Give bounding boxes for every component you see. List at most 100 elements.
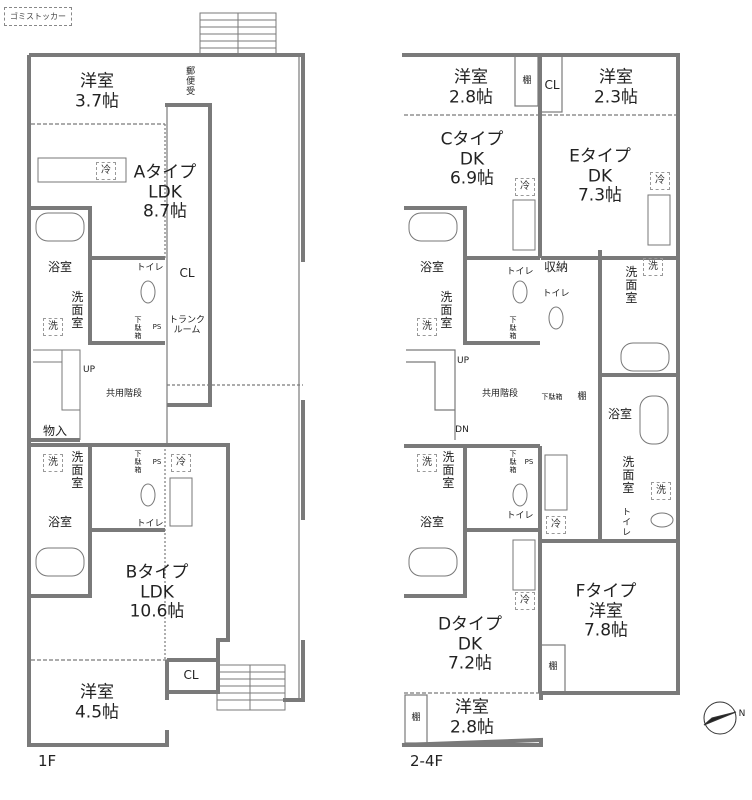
north-label: N [738, 708, 746, 719]
room-e-dk: Eタイプ DK 7.3帖 [569, 146, 631, 207]
storage-e-label: 収納 [543, 260, 569, 275]
washroom-d-label: 洗面室 [440, 450, 455, 490]
bath-c-label: 浴室 [419, 260, 445, 275]
unit-type: Bタイプ [125, 562, 189, 583]
toilet-a [140, 280, 156, 304]
toilet-f [650, 512, 674, 528]
shelf-c-label: 棚 [522, 75, 532, 86]
bath-a-label: 浴室 [47, 260, 73, 275]
room-size: 6.9帖 [449, 168, 495, 189]
room-a-ldk: Aタイプ LDK 8.7帖 [133, 162, 197, 223]
kitchen-d [512, 539, 536, 591]
toilet-e-label: トイレ [542, 288, 570, 299]
garbage-stocker-label: ゴミストッカー [4, 7, 72, 26]
bath-d-label: 浴室 [419, 515, 445, 530]
toilet-b [140, 483, 156, 507]
room-size: 2.8帖 [449, 717, 495, 737]
room-size: 4.5帖 [74, 702, 120, 722]
washroom-f-label: 洗面室 [620, 455, 635, 495]
room-kind: DK [457, 634, 483, 655]
washer-space-f: 洗 [651, 482, 671, 500]
room-size: 3.7帖 [74, 91, 120, 111]
toilet-f-label: トイレ [620, 507, 631, 537]
washer-space-b: 洗 [43, 454, 63, 472]
shelf-d-label: 棚 [411, 712, 421, 723]
toilet-d-label: トイレ [506, 510, 534, 521]
trunk-line1: トランク [168, 315, 206, 326]
shoebox-b-label: 下駄箱 [134, 450, 143, 474]
room-size: 7.3帖 [577, 185, 623, 206]
floor1-thin-lines [31, 55, 303, 700]
room-f: Fタイプ 洋室 7.8帖 [575, 581, 637, 642]
shared-stairs-label: 共用階段 [105, 388, 143, 399]
bath-e-label: 浴室 [607, 407, 633, 422]
shoebox-d-label: 下駄箱 [509, 450, 518, 474]
stairs-up-label: UP [82, 364, 96, 375]
room-size: 7.8帖 [583, 620, 629, 641]
bathtub-a [35, 212, 85, 242]
closet-b-label: CL [183, 668, 199, 683]
room-kind: DK [587, 166, 613, 187]
room-size: 8.7帖 [142, 201, 188, 222]
fridge-space-b: 冷 [171, 454, 191, 472]
trunk-room-label: トランク ルーム [169, 316, 205, 337]
toilet-a-label: トイレ [136, 262, 164, 273]
closet-e-label: CL [544, 78, 560, 93]
toilet-d [512, 483, 528, 507]
room-d-western: 洋室 2.8帖 [450, 698, 494, 737]
fixtures [35, 157, 674, 591]
floor1-walls [27, 53, 305, 747]
room-a-western: 洋室 3.7帖 [75, 72, 119, 111]
room-kind: LDK [148, 182, 182, 203]
room-d-dk: Dタイプ DK 7.2帖 [437, 614, 503, 675]
unit-type: Dタイプ [437, 614, 503, 635]
unit-type: Cタイプ [440, 129, 504, 150]
room-b-western: 洋室 4.5帖 [75, 683, 119, 722]
room-name: 洋室 [79, 682, 114, 703]
shelf-f-label: 棚 [548, 661, 558, 672]
bathtub-f [639, 395, 669, 445]
kitchen-f [544, 454, 568, 511]
fridge-space-c: 冷 [515, 178, 535, 196]
bathtub-e [620, 342, 670, 372]
toilet-c-label: トイレ [506, 266, 534, 277]
kitchen-e [647, 194, 671, 246]
kitchen-a [37, 157, 127, 183]
room-c-dk: Cタイプ DK 6.9帖 [440, 129, 504, 190]
toilet-c [512, 280, 528, 304]
room-kind: LDK [140, 582, 174, 603]
room-b-ldk: Bタイプ LDK 10.6帖 [125, 562, 189, 623]
trunk-line2: ルーム [173, 326, 201, 336]
room-name: 洋室 [454, 697, 489, 718]
closet-a-label: CL [179, 266, 195, 281]
north-arrow [703, 701, 737, 735]
stairs-down-label: DN [455, 424, 469, 435]
bathtub-c [408, 212, 458, 242]
ps-d-label: PS [524, 457, 534, 466]
unit-type: Fタイプ [575, 581, 637, 602]
floor-label-1f: 1F [38, 752, 57, 770]
room-kind: 洋室 [589, 601, 623, 622]
unit-type: Aタイプ [133, 162, 197, 183]
fridge-space-f: 冷 [546, 516, 566, 534]
mailbox-label: 郵便受 [184, 66, 195, 96]
unit-type: Eタイプ [569, 146, 631, 167]
kitchen-c [512, 199, 536, 251]
fridge-space-d: 冷 [515, 592, 535, 610]
room-size: 7.2帖 [447, 653, 493, 674]
room-size: 2.3帖 [593, 87, 639, 107]
room-name: 洋室 [79, 71, 114, 92]
room-name: 洋室 [598, 67, 633, 88]
ps-a-label: PS [152, 322, 162, 331]
room-e-western: 洋室 2.3帖 [594, 68, 638, 107]
washer-space-a: 洗 [43, 318, 63, 336]
fridge-space-e: 冷 [650, 172, 670, 190]
bathtub-d [408, 547, 458, 577]
room-name: 洋室 [453, 67, 488, 88]
washroom-b-label: 洗面室 [69, 450, 84, 490]
room-size: 10.6帖 [129, 601, 185, 622]
kitchen-b [169, 477, 193, 527]
storage-label: 物入 [42, 424, 68, 439]
shoebox-e-label: 下駄箱 [541, 392, 563, 401]
